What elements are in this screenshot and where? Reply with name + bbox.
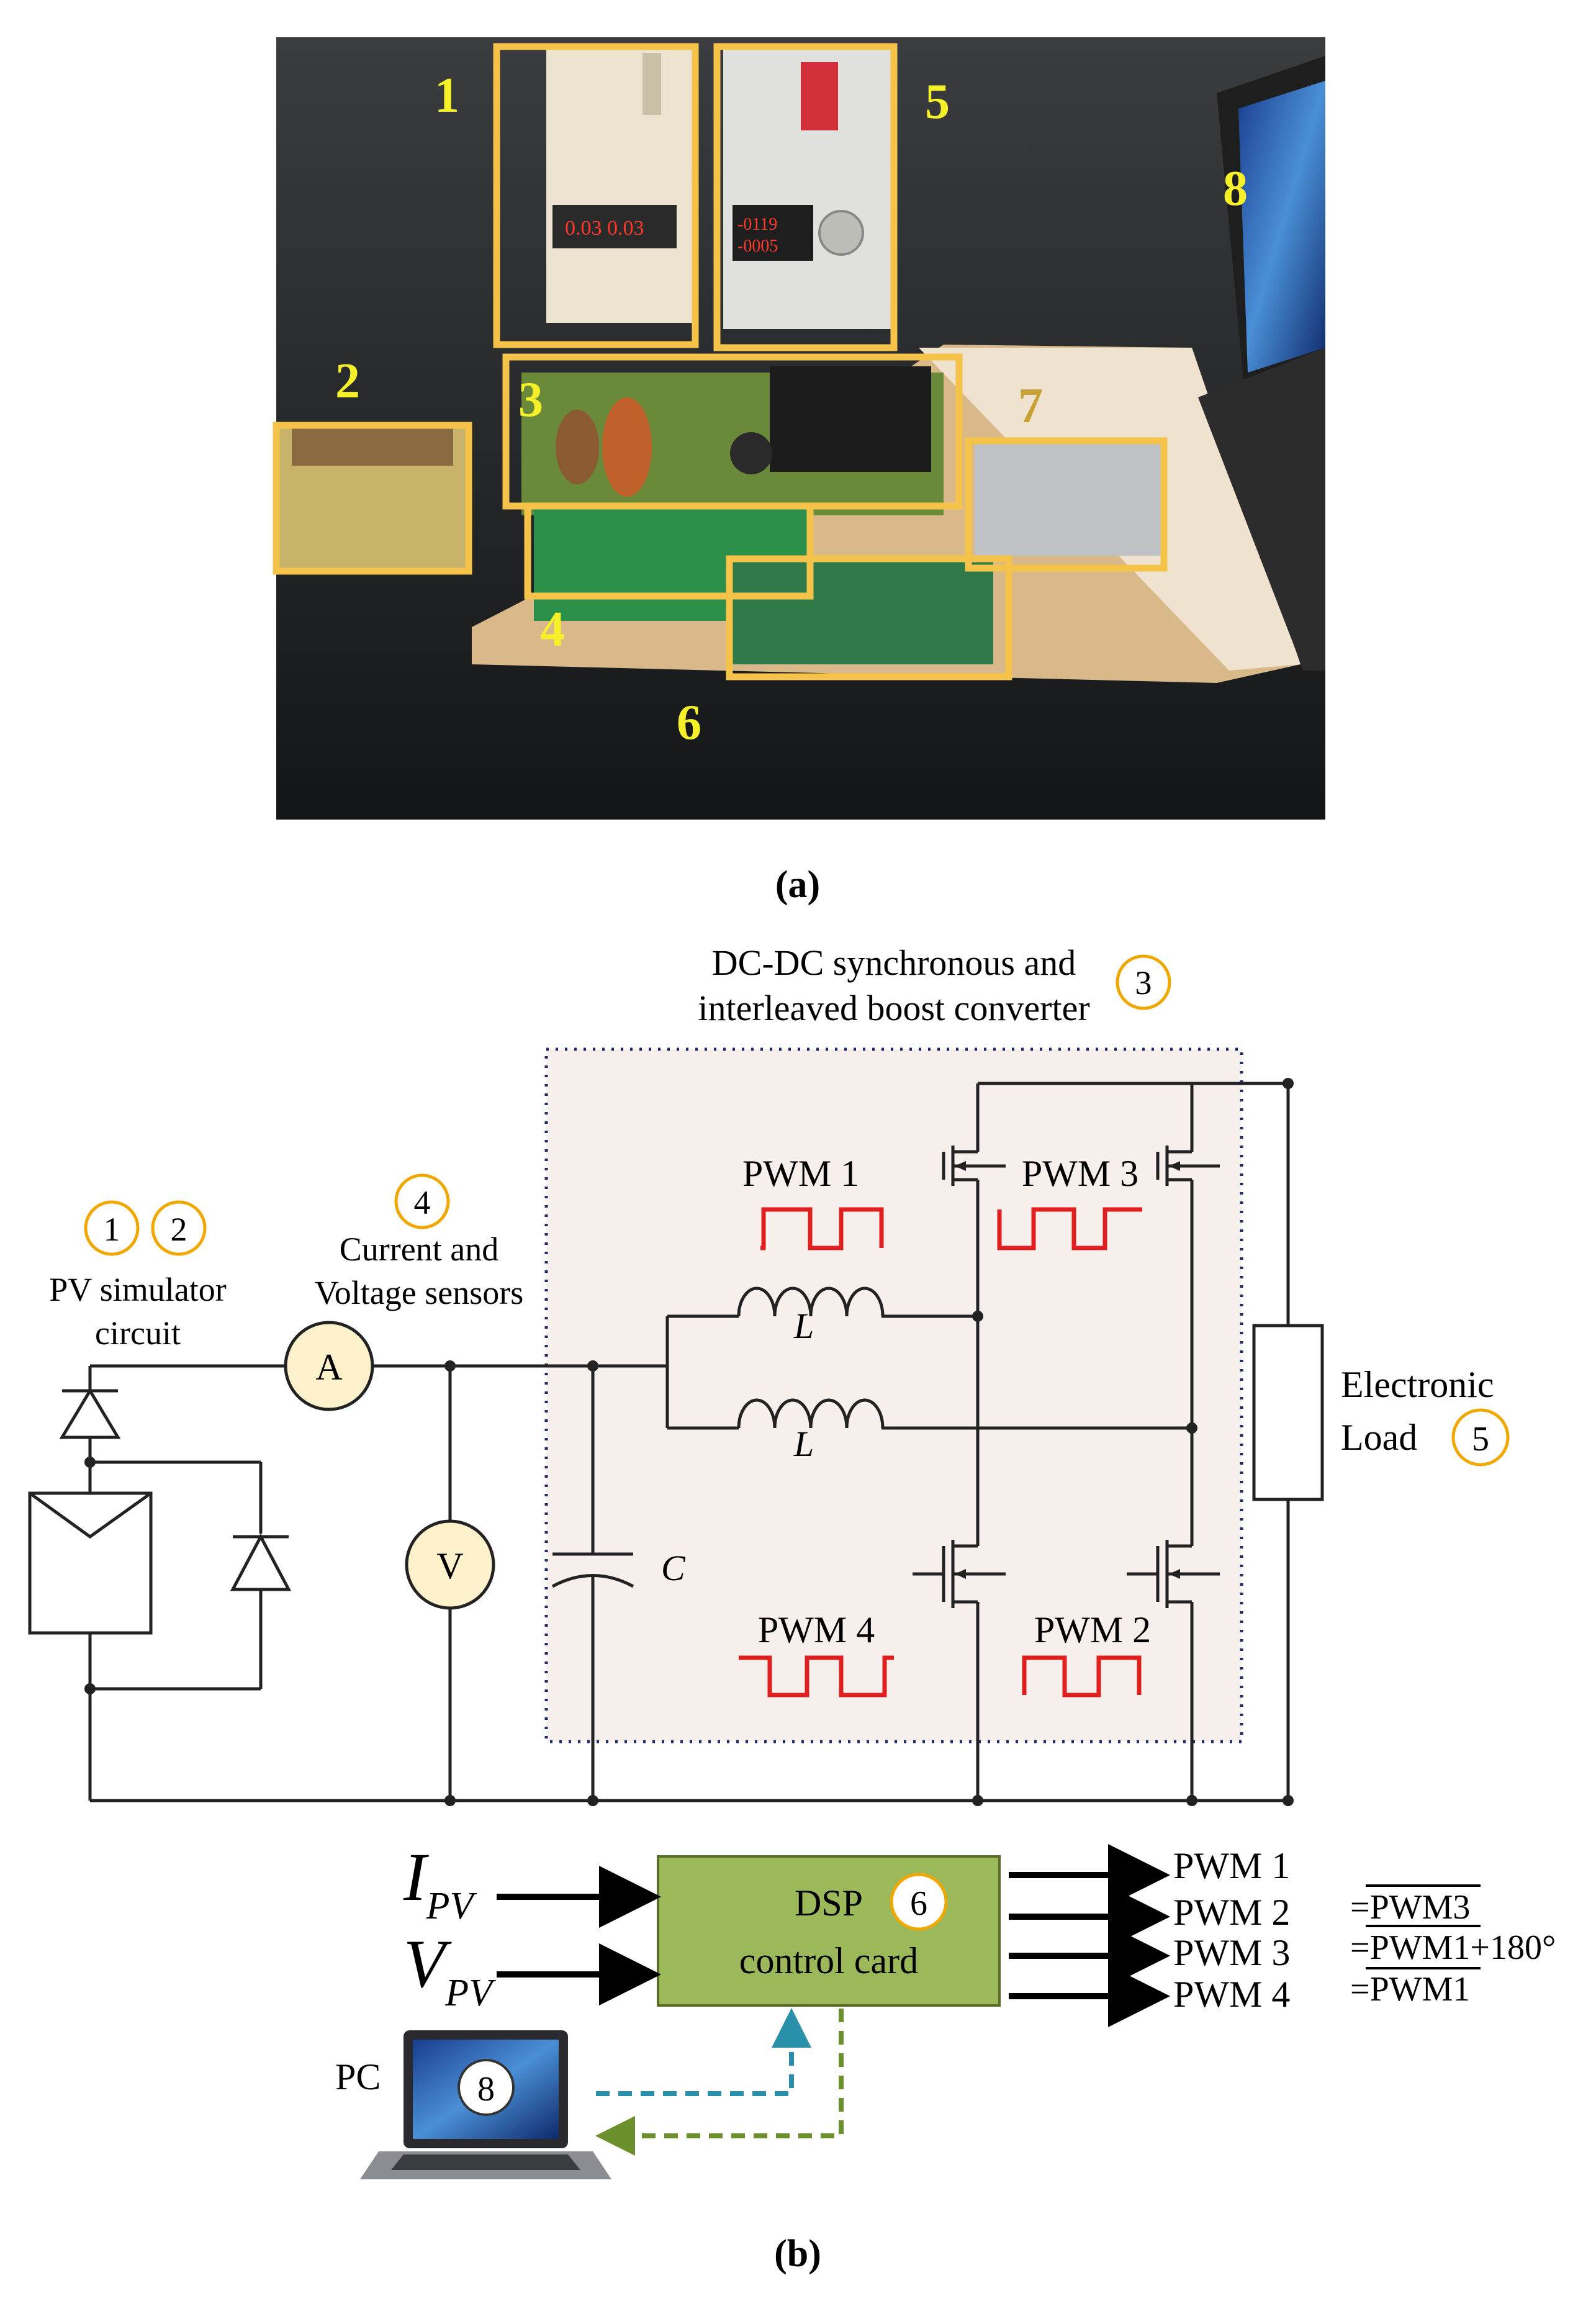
photo-label-1: 1 [435, 68, 459, 123]
photo-box-6 [726, 555, 1012, 680]
lab-setup-photo: 0.03 0.03 -0119 -0005 [276, 37, 1325, 820]
input-ipv: IPV [403, 1839, 477, 1927]
load-label-line1: Electronic [1341, 1364, 1494, 1405]
converter-number-ring [1116, 954, 1171, 1010]
pv-number-1: 1 [104, 1211, 120, 1248]
pwm2-label: PWM 2 [1034, 1609, 1151, 1650]
relation-pwm3: =PWM1+180° [1350, 1928, 1556, 1967]
photo-box-5 [713, 43, 898, 351]
sensor-label-line1: Current and [340, 1231, 498, 1268]
pwm3-label: PWM 3 [1022, 1153, 1138, 1194]
photo-box-1 [493, 43, 699, 348]
load-number: 5 [1472, 1420, 1489, 1458]
pwm4-wave [739, 1655, 894, 1697]
electronic-load [1252, 1324, 1324, 1501]
pv-number-2: 2 [171, 1211, 187, 1248]
relation-pwm2: =PWM3 [1350, 1888, 1470, 1927]
out-pwm4: PWM 4 [1173, 1974, 1290, 2015]
photo-box-2 [273, 422, 472, 575]
svg-text:0.03 0.03: 0.03 0.03 [565, 217, 644, 240]
converter-number: 3 [1135, 964, 1152, 1001]
photo-box-7 [965, 437, 1168, 572]
svg-text:-0005: -0005 [737, 237, 778, 256]
sensor-label-line2: Voltage sensors [315, 1274, 523, 1311]
converter-title-line2: interleaved boost converter [698, 988, 1089, 1028]
photo-label-7: 7 [1018, 379, 1043, 433]
pv-label-line2: circuit [95, 1314, 181, 1352]
photo-label-3: 3 [518, 373, 543, 427]
sensor-number: 4 [414, 1184, 431, 1221]
dsp-control-card [657, 1855, 1001, 2007]
pc-to-dsp-link [596, 2008, 811, 2096]
caption-b: (b) [774, 2233, 821, 2275]
out-pwm1: PWM 1 [1173, 1845, 1290, 1886]
load-number-ring [1451, 1408, 1510, 1467]
pv-label-line1: PV simulator [49, 1271, 227, 1308]
voltmeter-label: V [436, 1545, 463, 1586]
out-pwm2: PWM 2 [1173, 1892, 1290, 1933]
pc-number-ring [458, 2059, 515, 2116]
dsp-number: 6 [910, 1884, 927, 1923]
load-label-line2: Load [1341, 1417, 1417, 1458]
converter-region [544, 1047, 1243, 1743]
svg-text:-0119: -0119 [737, 215, 777, 234]
input-vpv: VPV [404, 1926, 496, 2014]
relation-pwm4: =PWM1 [1350, 1970, 1470, 2009]
inductor-bottom-label: L [793, 1424, 814, 1464]
inductor-bottom [737, 1398, 885, 1429]
dsp-label-line2: control card [739, 1940, 918, 1981]
photo-box-4 [524, 502, 814, 600]
photo-label-6: 6 [677, 695, 701, 750]
dsp-number-ring [890, 1873, 948, 1931]
dsp-to-pc-link [595, 2009, 844, 2156]
pv-panel-icon [28, 1491, 153, 1635]
pwm2-wave [1022, 1655, 1142, 1697]
pwm1-wave [760, 1207, 884, 1250]
laptop-icon [360, 2030, 611, 2179]
mosfet-pwm2 [1127, 1540, 1220, 1608]
voltmeter [405, 1519, 495, 1610]
inductor-top [737, 1286, 885, 1317]
photo-label-5: 5 [925, 75, 950, 129]
capacitor-label: C [661, 1548, 686, 1588]
pv-number-ring-2 [151, 1200, 207, 1256]
photo-label-2: 2 [335, 354, 360, 409]
mosfet-pwm4 [913, 1540, 1006, 1608]
pc-number: 8 [477, 2070, 495, 2109]
photo-label-4: 4 [540, 602, 565, 657]
out-pwm3: PWM 3 [1173, 1932, 1290, 1973]
pv-series-diode [59, 1388, 121, 1439]
ammeter [284, 1321, 374, 1411]
dsp-label-line1: DSP [795, 1883, 863, 1924]
pv-parallel-diode [230, 1533, 292, 1591]
capacitor [551, 1552, 634, 1588]
inductor-top-label: L [793, 1306, 814, 1346]
pc-label: PC [335, 2056, 381, 2097]
converter-title-line1: DC-DC synchronous and [712, 943, 1076, 983]
sensor-number-ring [394, 1173, 450, 1229]
pwm3-wave [997, 1207, 1142, 1250]
caption-a: (a) [775, 864, 820, 906]
ammeter-label: A [315, 1347, 342, 1388]
photo-label-8: 8 [1223, 161, 1248, 216]
pv-number-ring-1 [84, 1200, 140, 1256]
pwm1-label: PWM 1 [742, 1153, 859, 1194]
pwm4-label: PWM 4 [758, 1609, 875, 1650]
